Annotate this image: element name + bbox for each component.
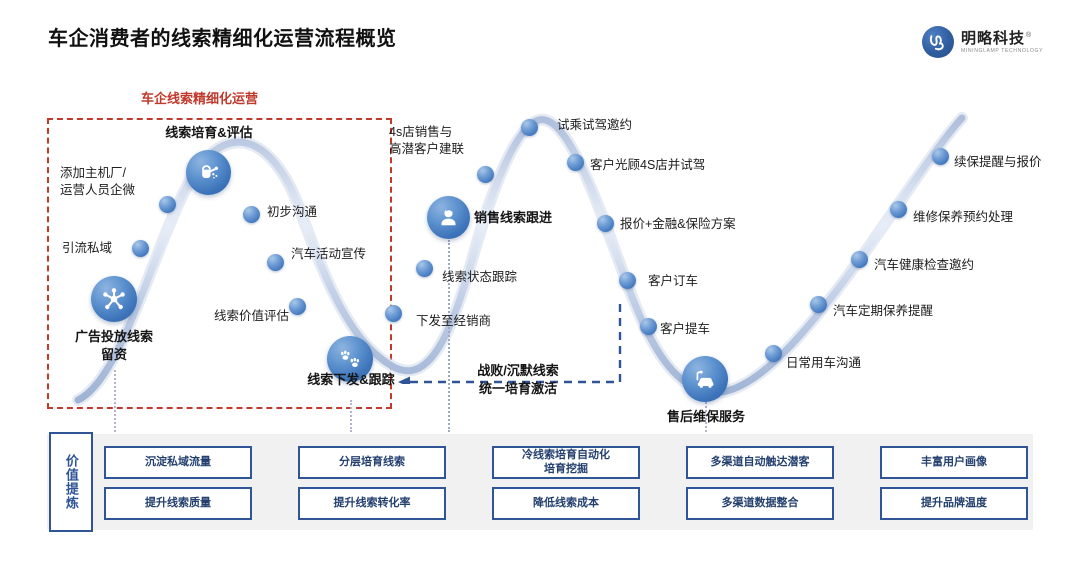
step-dot-first-contact[interactable] xyxy=(243,206,260,223)
step-dot-private-domain[interactable] xyxy=(132,240,149,257)
step-dot-maint-remind[interactable] xyxy=(810,296,827,313)
milestone-title-sales-followup: 销售线索跟进 xyxy=(474,210,553,225)
watering-can-icon xyxy=(201,164,218,179)
step-dot-pickup-car[interactable] xyxy=(640,318,657,335)
step-label-daily-use: 日常用车沟通 xyxy=(786,356,862,370)
dropper-aftersales xyxy=(705,398,707,432)
feedback-loop-path xyxy=(396,302,624,384)
step-dot-lead-value[interactable] xyxy=(289,298,306,315)
milestone-ad-leads[interactable] xyxy=(91,276,137,322)
step-dot-testdrive-inv[interactable] xyxy=(521,119,538,136)
value-box-bottom[interactable]: 降低线索成本 xyxy=(492,487,640,520)
milestone-title-lead-nurture: 线索培育&评估 xyxy=(165,125,253,140)
value-groups: 沉淀私域流量 提升线索质量 分层培育线索 提升线索转化率 冷线索培育自动化 培育… xyxy=(104,446,1028,520)
value-box-top[interactable]: 丰富用户画像 xyxy=(880,446,1028,479)
person-icon xyxy=(441,209,456,226)
value-group: 冷线索培育自动化 培育挖掘 降低线索成本 xyxy=(492,446,640,520)
step-label-pickup-car: 客户提车 xyxy=(660,322,711,336)
step-label-health-check: 汽车健康检查邀约 xyxy=(874,258,975,272)
network-hub-icon xyxy=(103,288,125,310)
value-group: 沉淀私域流量 提升线索质量 xyxy=(104,446,252,520)
step-dot-lead-status[interactable] xyxy=(416,260,433,277)
step-label-quote-finance: 报价+金融&保险方案 xyxy=(620,217,736,231)
step-dot-order-car[interactable] xyxy=(619,272,636,289)
lead-ops-region-box xyxy=(47,118,392,409)
dropper-lead-dispatch xyxy=(350,400,352,432)
step-dot-daily-use[interactable] xyxy=(765,345,782,362)
step-dot-quote-finance[interactable] xyxy=(597,215,614,232)
step-label-private-domain: 引流私域 xyxy=(62,241,113,255)
value-box-top[interactable]: 分层培育线索 xyxy=(298,446,446,479)
step-label-lead-value: 线索价值评估 xyxy=(214,309,290,323)
step-label-lead-status: 线索状态跟踪 xyxy=(442,270,518,284)
step-label-repair-booking: 维修保养预约处理 xyxy=(913,210,1014,224)
step-label-testdrive-inv: 试乘试驾邀约 xyxy=(557,118,633,132)
step-dot-renewal-quote[interactable] xyxy=(932,148,949,165)
dropper-ad-leads xyxy=(114,370,116,432)
value-box-top[interactable]: 多渠道自动触达潜客 xyxy=(686,446,834,479)
step-label-first-contact: 初步沟通 xyxy=(267,205,318,219)
page-title: 车企消费者的线索精细化运营流程概览 xyxy=(48,28,397,50)
milestone-title-lead-dispatch: 线索下发&跟踪 xyxy=(307,372,395,387)
step-label-visit-4s: 客户光顾4S店并试驾 xyxy=(590,158,706,172)
milestone-sales-followup[interactable] xyxy=(427,196,470,239)
step-label-auto-event: 汽车活动宣传 xyxy=(291,247,367,261)
milestone-lead-dispatch[interactable] xyxy=(327,336,373,382)
feedback-loop-label: 战败/沉默线索 统一培育激活 xyxy=(477,363,559,396)
value-box-bottom[interactable]: 提升线索质量 xyxy=(104,487,252,520)
value-group: 分层培育线索 提升线索转化率 xyxy=(298,446,446,520)
paw-prints-icon xyxy=(340,350,359,367)
step-dot-to-dealer[interactable] xyxy=(385,305,402,322)
brand-name-en: MININGLAMP TECHNOLOGY xyxy=(961,47,1044,54)
brand-logo: 明略科技® MININGLAMP TECHNOLOGY xyxy=(922,26,1044,58)
car-service-icon xyxy=(696,370,714,388)
milestone-lead-nurture[interactable] xyxy=(186,150,231,195)
value-panel-title: 价值提炼 xyxy=(49,432,93,532)
milestone-title-ad-leads: 广告投放线索 留资 xyxy=(74,329,153,362)
milestone-title-aftersales: 售后维保服务 xyxy=(666,409,745,424)
step-dot-add-oem[interactable] xyxy=(159,196,176,213)
step-label-order-car: 客户订车 xyxy=(648,274,699,288)
value-group: 多渠道自动触达潜客 多渠道数据整合 xyxy=(686,446,834,520)
step-dot-visit-4s[interactable] xyxy=(567,154,584,171)
value-group: 丰富用户画像 提升品牌温度 xyxy=(880,446,1028,520)
mininglamp-logo-icon xyxy=(922,26,954,58)
value-box-top[interactable]: 冷线索培育自动化 培育挖掘 xyxy=(492,446,640,479)
brand-registered-mark: ® xyxy=(1026,31,1033,39)
lead-ops-region-label: 车企线索精细化运营 xyxy=(141,91,259,106)
value-box-bottom[interactable]: 多渠道数据整合 xyxy=(686,487,834,520)
step-label-renewal-quote: 续保提醒与报价 xyxy=(954,155,1042,169)
step-dot-4s-connect[interactable] xyxy=(477,166,494,183)
step-label-maint-remind: 汽车定期保养提醒 xyxy=(833,304,934,318)
step-label-to-dealer: 下发至经销商 xyxy=(416,314,492,328)
milestone-aftersales[interactable] xyxy=(682,356,728,402)
step-dot-health-check[interactable] xyxy=(851,251,868,268)
step-label-4s-connect: 4s店销售与 高潜客户建联 xyxy=(389,125,465,156)
dropper-sales-followup xyxy=(448,240,450,432)
value-box-top[interactable]: 沉淀私域流量 xyxy=(104,446,252,479)
value-box-bottom[interactable]: 提升品牌温度 xyxy=(880,487,1028,520)
step-label-add-oem: 添加主机厂/ 运营人员企微 xyxy=(60,166,136,197)
step-dot-repair-booking[interactable] xyxy=(890,201,907,218)
brand-name-cn: 明略科技 xyxy=(961,29,1026,47)
value-panel-title-text: 价值提炼 xyxy=(63,454,79,510)
value-box-bottom[interactable]: 提升线索转化率 xyxy=(298,487,446,520)
step-dot-auto-event[interactable] xyxy=(267,254,284,271)
